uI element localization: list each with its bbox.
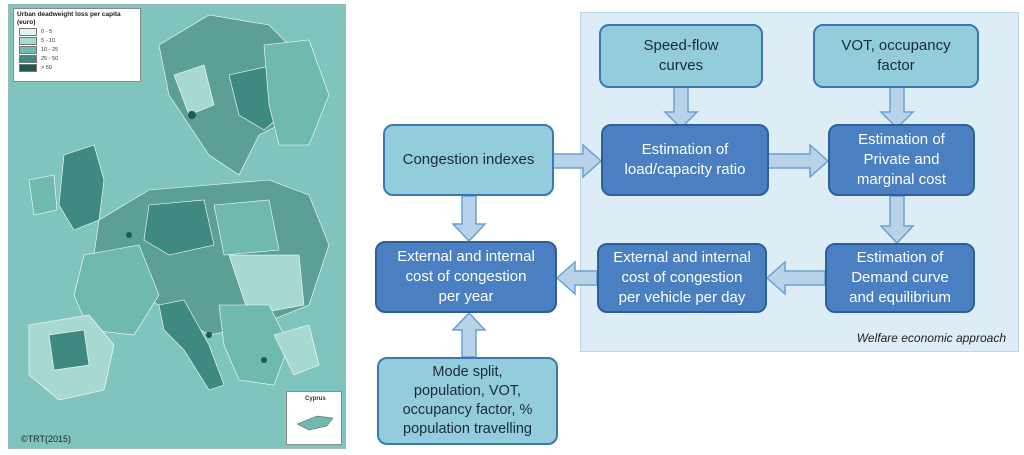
legend-label: 0 - 5 — [41, 28, 53, 35]
panel-caption: Welfare economic approach — [856, 331, 1006, 345]
cost-per-vehicle-label: External and internal cost of congestion… — [613, 249, 751, 306]
legend-row: 10 - 25 — [19, 45, 137, 54]
map-region — [228, 254, 305, 316]
congestion-indexes-label: Congestion indexes — [402, 151, 535, 168]
demand-curve-box: Estimation of Demand curve and equilibri… — [825, 243, 975, 313]
map-copyright: ©TRT(2015) — [21, 434, 71, 444]
map-legend: Urban deadweight loss per capita (euro) … — [13, 8, 141, 82]
legend-swatch — [19, 63, 37, 72]
legend-row: > 50 — [19, 63, 137, 72]
cyprus-label: Cyprus — [305, 396, 326, 402]
legend-row: 5 - 10 — [19, 36, 137, 45]
map-region — [143, 199, 215, 256]
map-hotspot — [188, 111, 196, 119]
legend-label: 5 - 10 — [41, 37, 56, 44]
arrow-demand-to-vehicle — [765, 260, 826, 296]
legend-row: 25 - 50 — [19, 54, 137, 63]
vot-occupancy-box: VOT, occupancy factor — [813, 24, 979, 88]
load-capacity-box: Estimation of load/capacity ratio — [601, 124, 769, 196]
private-marginal-cost-label: Estimation of Private and marginal cost — [856, 131, 947, 188]
load-capacity-label: Estimation of load/capacity ratio — [624, 141, 746, 178]
cost-per-year-label: External and internal cost of congestion… — [397, 248, 535, 305]
europe-map: Urban deadweight loss per capita (euro) … — [8, 4, 346, 449]
demand-curve-label: Estimation of Demand curve and equilibri… — [849, 249, 951, 306]
arrow-load-to-private — [767, 143, 830, 179]
cyprus-inset: Cyprus — [286, 391, 342, 445]
arrow-indexes-to-load — [552, 143, 603, 179]
vot-occupancy-label: VOT, occupancy factor — [841, 37, 951, 74]
speed-flow-curves-label: Speed-flow curves — [643, 37, 719, 74]
map-region — [73, 244, 160, 336]
legend-swatch — [19, 27, 37, 36]
arrow-speedflow-to-load — [663, 86, 699, 130]
map-region — [48, 329, 90, 371]
map-region — [173, 64, 215, 116]
map-region — [273, 324, 320, 376]
map-graphic — [28, 14, 330, 401]
legend-label: 25 - 50 — [41, 55, 59, 62]
arrow-vot-to-private — [879, 86, 915, 130]
cost-per-year-box: External and internal cost of congestion… — [375, 241, 557, 313]
legend-swatch — [19, 36, 37, 45]
map-region — [213, 199, 280, 256]
arrow-indexes-to-year — [451, 195, 487, 243]
legend-swatch — [19, 45, 37, 54]
mode-split-label: Mode split, population, VOT, occupancy f… — [402, 364, 533, 437]
cyprus-shape — [296, 415, 334, 431]
legend-title: Urban deadweight loss per capita (euro) — [17, 11, 121, 26]
legend-swatch — [19, 54, 37, 63]
legend-label: > 50 — [41, 64, 52, 71]
map-region — [158, 299, 225, 391]
arrow-vehicle-to-year — [555, 260, 598, 296]
congestion-indexes-box: Congestion indexes — [383, 124, 554, 196]
map-hotspot — [126, 232, 132, 238]
cost-per-vehicle-box: External and internal cost of congestion… — [597, 243, 767, 313]
legend-rows: 0 - 5 5 - 10 10 - 25 25 - 50 > 50 — [17, 27, 137, 72]
map-hotspot — [261, 357, 267, 363]
map-hotspot — [206, 332, 212, 338]
map-region — [263, 39, 330, 146]
private-marginal-cost-box: Estimation of Private and marginal cost — [828, 124, 975, 196]
arrow-private-to-demand — [879, 195, 915, 245]
legend-row: 0 - 5 — [19, 27, 137, 36]
map-region — [28, 174, 58, 216]
mode-split-box: Mode split, population, VOT, occupancy f… — [377, 357, 558, 445]
speed-flow-curves-box: Speed-flow curves — [599, 24, 763, 88]
map-region — [218, 304, 290, 386]
arrow-modesplit-to-year — [451, 311, 487, 358]
legend-label: 10 - 25 — [41, 46, 59, 53]
